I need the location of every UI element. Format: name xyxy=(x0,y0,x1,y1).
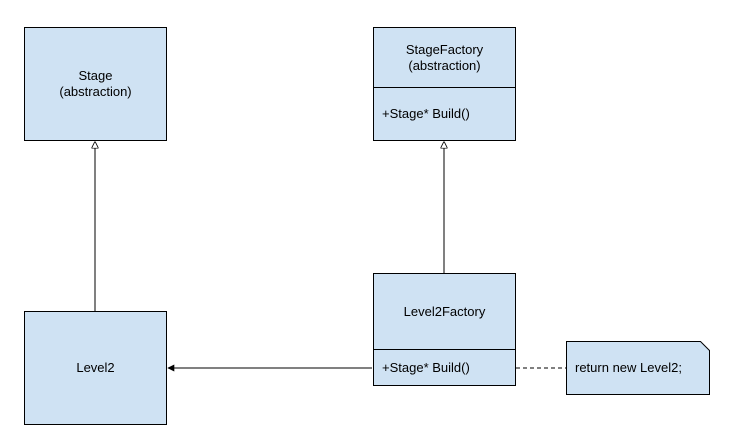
stage-class-label: Stage (abstraction) xyxy=(59,68,131,100)
stagefactory-subtitle: (abstraction) xyxy=(408,57,481,73)
stagefactory-title: StageFactory xyxy=(405,41,484,57)
stage-title: Stage xyxy=(78,68,113,83)
note-shape[interactable]: return new Level2; xyxy=(566,341,710,395)
level2factory-class[interactable]: Level2Factory +Stage* Build() xyxy=(373,273,516,386)
level2factory-title: Level2Factory xyxy=(403,303,486,319)
level2factory-method: +Stage* Build() xyxy=(382,359,470,375)
level2-title: Level2 xyxy=(76,360,115,375)
stage-subtitle: (abstraction) xyxy=(59,84,132,99)
stagefactory-header: StageFactory (abstraction) xyxy=(374,28,515,87)
level2factory-header: Level2Factory xyxy=(374,274,515,349)
note-outline xyxy=(566,341,710,395)
stagefactory-method: +Stage* Build() xyxy=(382,106,470,121)
stagefactory-class[interactable]: StageFactory (abstraction) +Stage* Build… xyxy=(373,27,516,141)
level2-class[interactable]: Level2 xyxy=(24,311,167,425)
note-text: return new Level2; xyxy=(575,360,682,375)
stagefactory-divider xyxy=(374,87,515,88)
level2factory-divider xyxy=(374,349,515,350)
stage-class[interactable]: Stage (abstraction) xyxy=(24,27,167,141)
